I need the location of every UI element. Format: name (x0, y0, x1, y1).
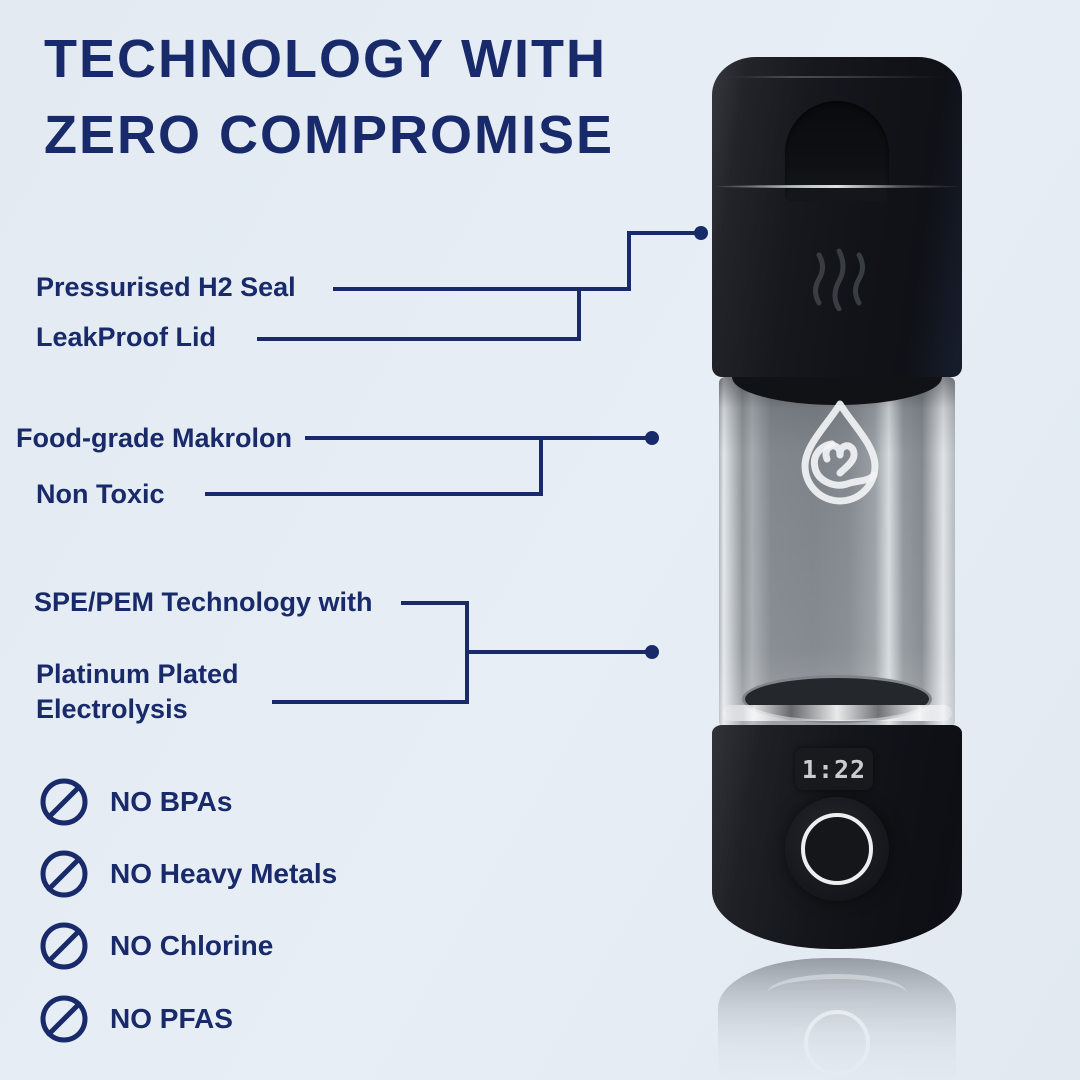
water-drop-heart-logo-icon (801, 400, 879, 505)
list-item: NO PFAS (38, 993, 233, 1045)
callout-pressurised-h2-seal: Pressurised H2 Seal (36, 272, 296, 302)
title-line-1: TECHNOLOGY WITH (44, 29, 607, 89)
glass-bottom-rim (722, 705, 952, 721)
callout-platinum-plated-electrolysis: Platinum Plated Electrolysis (36, 657, 239, 727)
page-title: TECHNOLOGY WITH ZERO COMPROMISE (44, 21, 614, 173)
title-line-2: ZERO COMPROMISE (44, 105, 615, 165)
callout-spe-pem-technology: SPE/PEM Technology with (34, 587, 373, 617)
bottle-lid (712, 57, 962, 377)
callout-platinum-line-1: Platinum Plated (36, 659, 239, 689)
reflection-button-ring (804, 1010, 870, 1076)
lid-top-seam (724, 76, 950, 78)
prohibition-icon (40, 922, 88, 970)
callout-leakproof-lid: LeakProof Lid (36, 322, 217, 352)
power-button (785, 797, 889, 901)
list-item: NO BPAs (38, 776, 232, 828)
steam-waves-icon (813, 248, 865, 311)
list-item: NO Heavy Metals (38, 848, 337, 900)
led-display: 1:22 (795, 748, 873, 790)
no-item-label: NO Heavy Metals (110, 858, 338, 889)
list-item: NO Chlorine (38, 920, 273, 972)
callout-food-grade-makrolon: Food-grade Makrolon (16, 423, 292, 453)
no-item-label: NO BPAs (110, 786, 233, 817)
callout-non-toxic: Non Toxic (36, 479, 165, 509)
hydrogen-bottle: 1:22 (712, 57, 962, 949)
prohibition-icon (40, 850, 88, 898)
bottle-glass (719, 377, 955, 727)
display-value: 1:22 (801, 754, 867, 784)
prohibition-icon (40, 995, 88, 1043)
no-item-label: NO Chlorine (110, 930, 274, 961)
lid-handle-recess (785, 101, 889, 201)
reflection-groove (767, 974, 907, 1013)
power-button-ring (801, 813, 873, 885)
callout-platinum-line-2: Electrolysis (36, 694, 188, 724)
no-item-label: NO PFAS (110, 1003, 233, 1034)
prohibition-icon (40, 778, 88, 826)
bottle-reflection (718, 958, 956, 1080)
lid-seam (715, 185, 959, 188)
